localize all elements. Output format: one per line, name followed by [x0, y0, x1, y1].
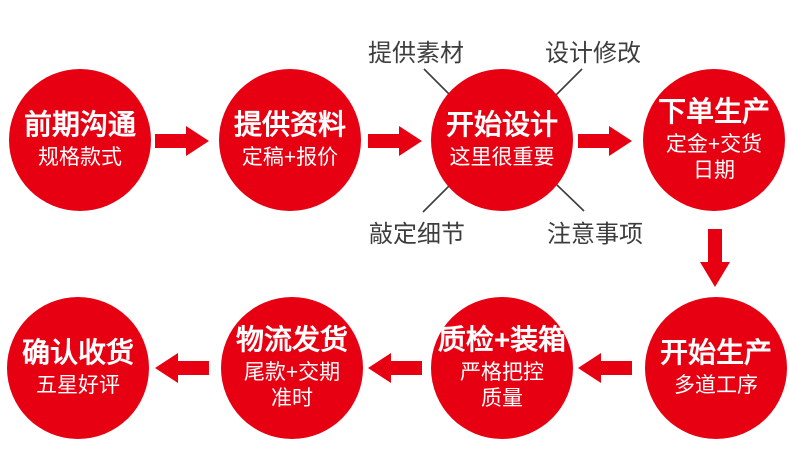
process-step-4: 下单生产 定金+交货 日期 — [643, 69, 785, 211]
annotation-label: 设计修改 — [545, 40, 641, 67]
arrow-left-icon — [368, 353, 422, 383]
arrow-right-icon — [155, 126, 209, 156]
connector-line — [422, 185, 450, 213]
process-step-3: 开始设计 这里很重要 — [431, 69, 573, 211]
process-step-5: 开始生产 多道工序 — [645, 297, 787, 439]
arrow-down-icon — [700, 229, 730, 287]
connector-line — [423, 68, 451, 96]
annotation-label: 敲定细节 — [369, 221, 465, 248]
step-subtitle: 多道工序 — [674, 373, 758, 397]
connector-line — [555, 68, 583, 96]
process-step-2: 提供资料 定稿+报价 — [219, 69, 361, 211]
arrow-right-icon — [578, 126, 632, 156]
step-title: 质检+装箱 — [437, 323, 567, 355]
connector-line — [556, 184, 585, 212]
process-step-8: 确认收货 五星好评 — [7, 297, 149, 439]
step-subtitle: 定金+交货 日期 — [665, 132, 763, 183]
step-subtitle: 定稿+报价 — [241, 145, 339, 169]
step-subtitle: 这里很重要 — [449, 145, 555, 169]
step-title: 前期沟通 — [23, 108, 136, 140]
step-title: 开始生产 — [659, 336, 772, 368]
step-title: 确认收货 — [21, 336, 134, 368]
annotation-label: 注意事项 — [547, 221, 643, 248]
step-subtitle: 尾款+交期 准时 — [243, 360, 341, 411]
step-subtitle: 严格把控 质量 — [460, 360, 544, 411]
step-title: 下单生产 — [657, 95, 770, 127]
step-title: 提供资料 — [233, 108, 346, 140]
arrow-right-icon — [368, 126, 422, 156]
process-step-6: 质检+装箱 严格把控 质量 — [431, 297, 573, 439]
step-title: 物流发货 — [235, 323, 348, 355]
step-subtitle: 规格款式 — [38, 145, 122, 169]
process-step-1: 前期沟通 规格款式 — [9, 69, 151, 211]
annotation-label: 提供素材 — [368, 40, 464, 67]
step-subtitle: 五星好评 — [36, 373, 120, 397]
step-title: 开始设计 — [445, 108, 558, 140]
process-step-7: 物流发货 尾款+交期 准时 — [221, 297, 363, 439]
arrow-left-icon — [155, 353, 209, 383]
arrow-left-icon — [578, 353, 632, 383]
